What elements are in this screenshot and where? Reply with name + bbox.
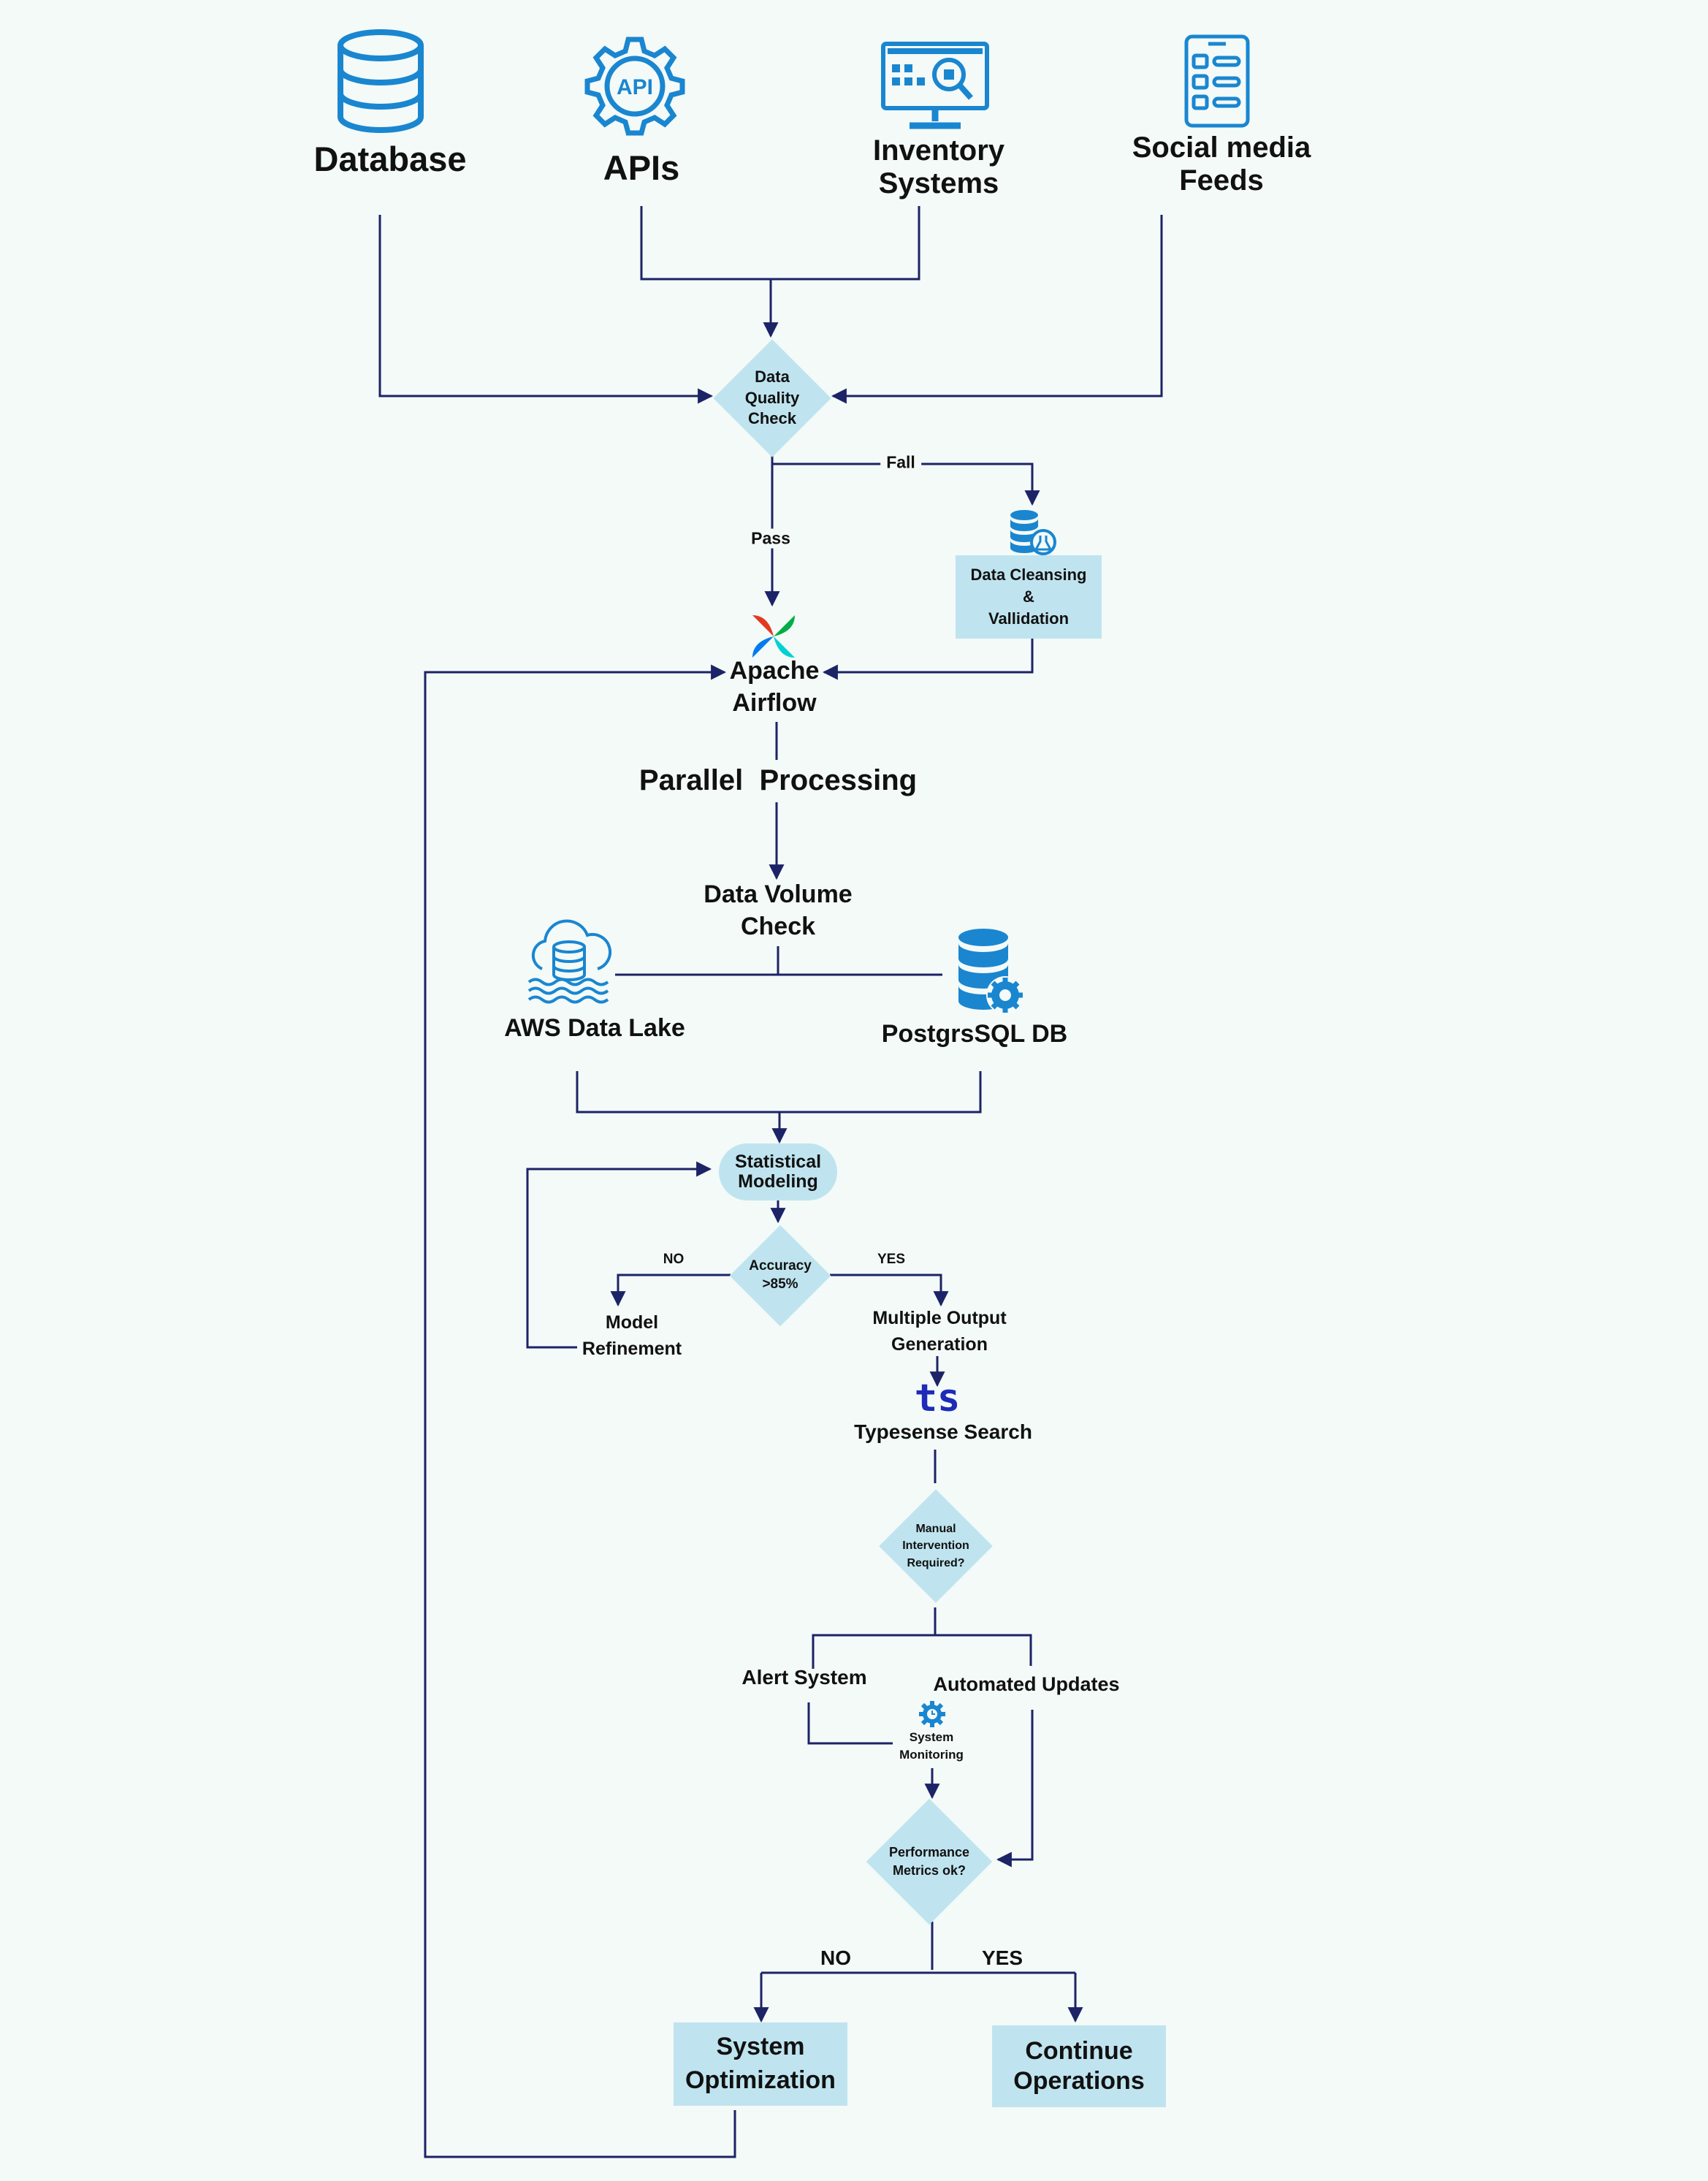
inventory-monitor-icon [881,42,989,129]
performance-metrics-label: Performance Metrics ok? [888,1844,970,1878]
aws-data-lake-label: AWS Data Lake [504,1014,685,1042]
accuracy-yes-label: YES [871,1252,912,1268]
api-gear-icon: API [584,37,685,136]
apache-airflow-label: Apache Airflow [729,657,820,718]
edge-volume-split [615,946,942,976]
edge-optimization-loop [424,664,736,2158]
system-monitoring-label: System Monitoring [899,1730,964,1762]
typesense-logo: ts [914,1377,961,1420]
source-apis-label: APIs [603,148,680,187]
data-volume-check-label: Data Volume Check [704,880,853,941]
edge-refinement-loop [526,1161,712,1349]
performance-no-label: NO [815,1946,857,1970]
database-gear-icon [958,929,1024,1014]
manual-intervention-diamond: Manual Intervention Required? [877,1488,994,1605]
database-icon [338,29,424,133]
edge-performance-split [761,1922,1075,1974]
accuracy-diamond: Accuracy >85% [728,1223,833,1328]
api-icon-text: API [617,75,653,99]
pass-edge-label: Pass [745,528,796,549]
edge-social-to-quality [831,215,1163,404]
monitoring-gear-icon [919,1701,945,1727]
edge-alert-to-monitoring [807,1702,893,1745]
edge-manual-split [812,1607,1032,1669]
manual-intervention-label: Manual Intervention Required? [902,1523,969,1569]
data-quality-check-label: Data Quality Check [744,368,800,428]
accuracy-label: Accuracy >85% [749,1258,812,1292]
data-quality-check-diamond: Data Quality Check [712,338,833,459]
edge-accuracy-yes [830,1274,949,1307]
database-flask-icon [1010,510,1056,555]
continue-operations-box: Continue Operations [992,2025,1166,2107]
system-optimization-box: System Optimization [674,2022,847,2106]
source-database-label: Database [313,140,467,178]
source-inventory-label: Inventory Systems [872,134,1005,199]
performance-yes-label: YES [975,1946,1029,1970]
model-refinement-label: Model Refinement [582,1312,682,1360]
edge-automated-to-performance [996,1710,1034,1868]
apache-airflow-logo [752,615,795,658]
postgres-db-label: PostgrsSQL DB [881,1020,1068,1048]
edge-cleansing-to-airflow [822,639,1034,680]
edge-accuracy-no [610,1274,731,1307]
cloud-database-lake-icon [527,919,612,1004]
source-social-label: Social media Feeds [1132,132,1311,197]
edge-apis-merge [640,206,920,281]
social-feed-icon [1184,34,1250,128]
accuracy-no-label: NO [657,1252,690,1268]
data-cleansing-box: Data Cleansing & Vallidation [956,555,1102,639]
parallel-processing-label: Parallel Processing [638,764,918,796]
multiple-output-label: Multiple Output Generation [872,1308,1007,1355]
statistical-modeling-node: Statistical Modeling [719,1143,837,1200]
fail-edge-label: Fall [880,452,921,473]
automated-updates-label: Automated Updates [933,1673,1120,1695]
alert-system-label: Alert System [741,1666,867,1689]
typesense-search-label: Typesense Search [854,1420,1032,1443]
edge-database-to-quality [378,215,714,404]
performance-metrics-diamond: Performance Metrics ok? [865,1797,994,1926]
edge-storage-merge [576,1071,982,1114]
